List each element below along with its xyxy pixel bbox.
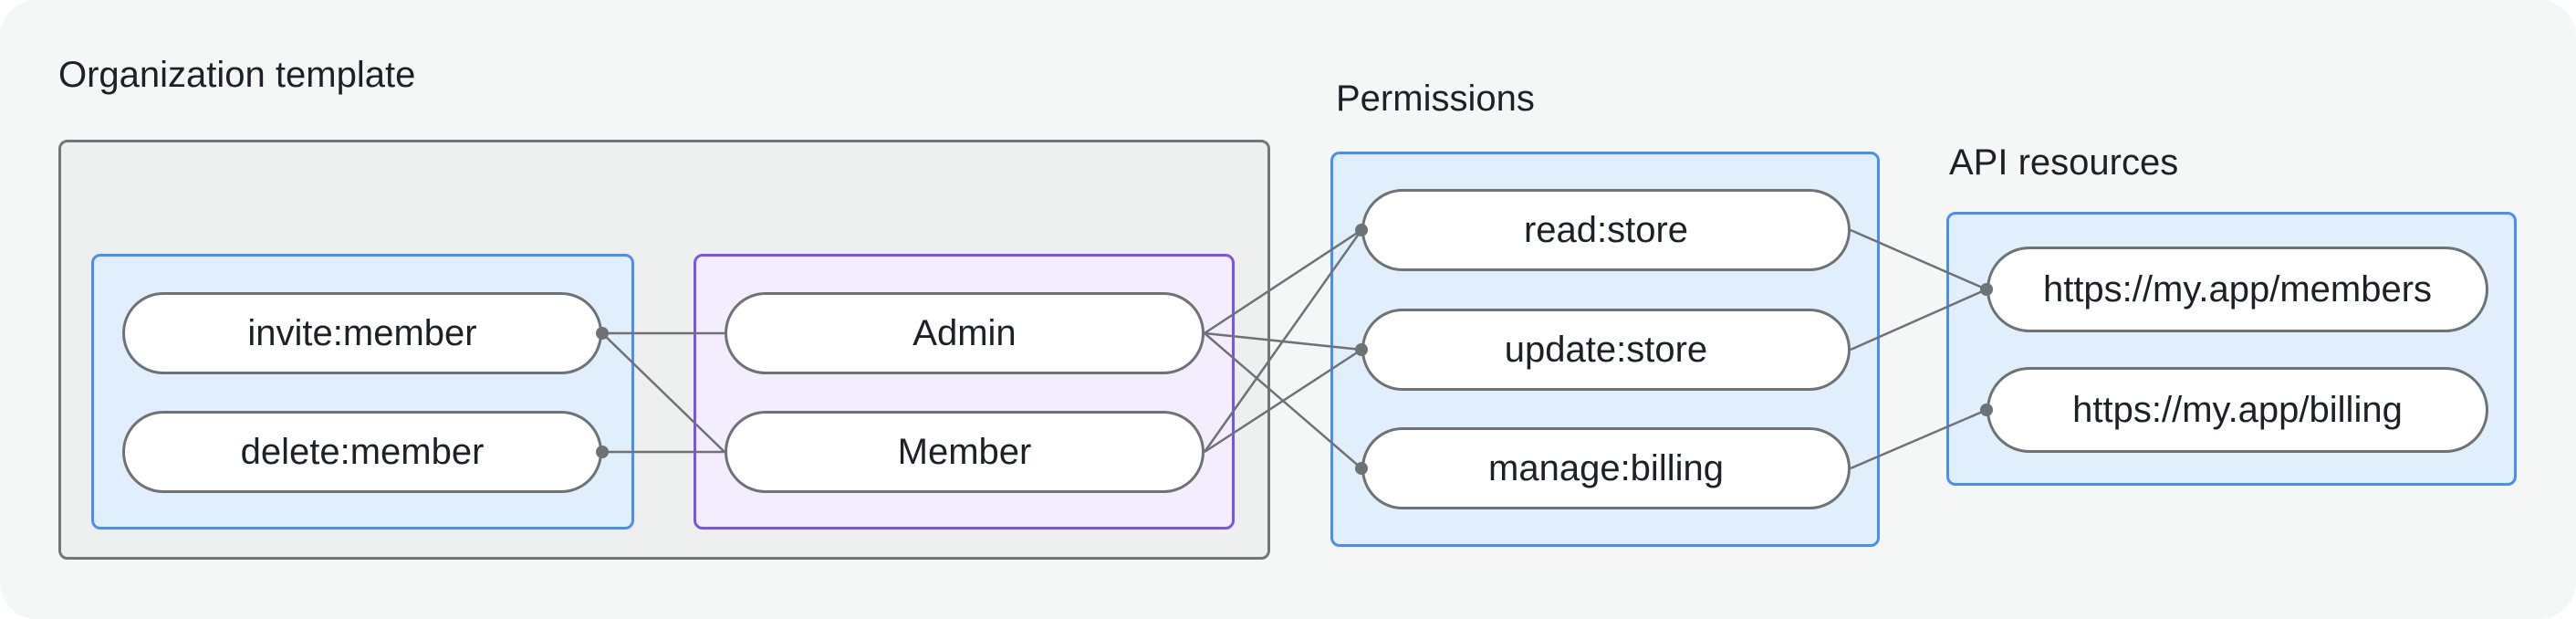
node-manage-billing: manage:billing [1361, 427, 1851, 509]
node-read-store: read:store [1361, 189, 1851, 271]
node-member-role: Member [725, 411, 1205, 493]
org-template-heading: Organization template [58, 55, 416, 95]
node-invite-member: invite:member [122, 292, 602, 374]
node-api-billing-url: https://my.app/billing [1987, 367, 2488, 453]
permissions-heading: Permissions [1336, 79, 1535, 119]
node-admin-role: Admin [725, 292, 1205, 374]
node-api-members-url: https://my.app/members [1987, 247, 2488, 332]
api-resources-heading: API resources [1949, 142, 2179, 183]
node-update-store: update:store [1361, 309, 1851, 391]
node-delete-member: delete:member [122, 411, 602, 493]
